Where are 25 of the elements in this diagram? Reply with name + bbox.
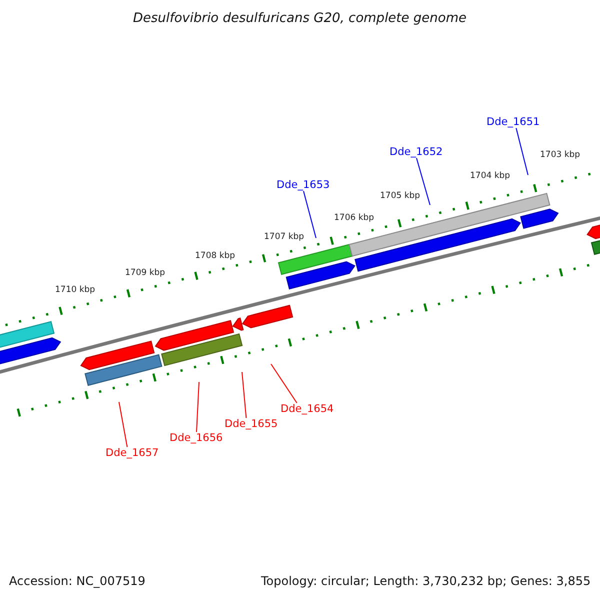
leader-line <box>242 372 247 418</box>
genome-info-label: Topology: circular; Length: 3,730,232 bp; Genes: 3,855 <box>261 574 591 588</box>
gene-label: Dde_1656 <box>170 432 223 444</box>
scale-label: 1705 kbp <box>380 191 420 201</box>
scale-label: 1709 kbp <box>125 268 166 278</box>
leader-line <box>303 190 316 238</box>
title: Desulfovibrio desulfuricans G20, complete genome <box>133 10 467 26</box>
gene-label: Dde_1654 <box>280 403 334 415</box>
scale-label: 1703 kbp <box>540 150 580 160</box>
gene-label: Dde_1657 <box>106 447 159 459</box>
scale-label: 1710 kbp <box>55 285 96 295</box>
scale-label: 1708 kbp <box>195 251 236 261</box>
gene-label: Dde_1651 <box>486 116 540 128</box>
gene-label: Dde_1653 <box>276 179 330 191</box>
accession-label: Accession: NC_007519 <box>9 574 146 588</box>
leader-line <box>416 158 430 206</box>
gene-label: Dde_1655 <box>224 418 278 430</box>
leader-line <box>118 402 128 448</box>
scale-label: 1707 kbp <box>264 232 304 242</box>
leader-line <box>196 382 200 432</box>
scale-label: 1706 kbp <box>334 213 374 223</box>
scale-label: 1704 kbp <box>470 171 510 181</box>
leader-line <box>270 364 298 404</box>
gene-label: Dde_1652 <box>390 146 443 158</box>
leader-line <box>516 128 528 176</box>
